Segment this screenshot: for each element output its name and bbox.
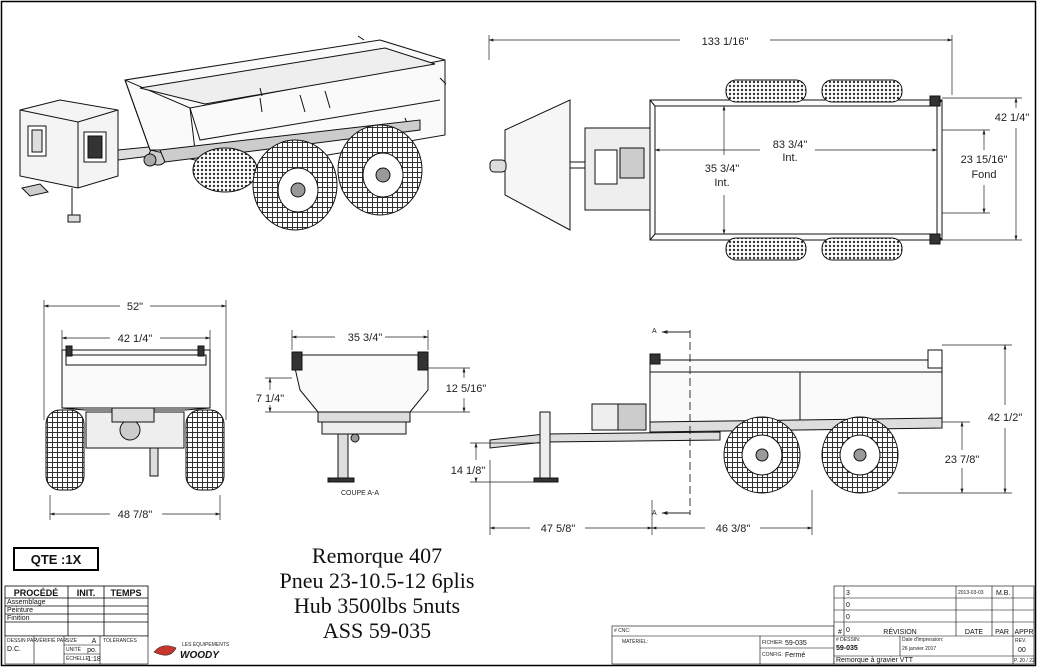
page-number: P. 20 / 22 [1014,658,1035,664]
size-label: SIZE [66,638,78,644]
section-marker-top: A [652,328,657,335]
tolerance-label: TOLÉRANCES [103,637,137,644]
side-view-dimensions [470,344,1012,535]
checked-label: VÉRIFIÉ PAR [36,637,67,644]
dim-floor-sub: Fond [971,169,996,181]
brand-small: LES ÉQUIPEMENTS [182,641,230,648]
rev-hash: # [838,629,842,636]
section-caption: COUPE A-A [341,490,379,497]
material-label: MATÉRIEL: [622,638,648,645]
front-view-dimensions [43,300,227,520]
drawn-by-value: D.C. [7,646,21,653]
par-label: PAR [995,629,1009,636]
dim-section-width: 35 3/4" [348,332,383,344]
dim-front-overall: 52" [127,301,143,313]
isometric-view [19,35,447,231]
process-header-init: INIT. [77,588,96,598]
side-view [489,349,943,494]
scale-label: ÉCHELLE [66,655,89,662]
unit-value: po. [87,647,97,654]
brand-name: WOODY [180,650,220,661]
title-block [611,585,1035,665]
description-line-2: Pneu 23-10.5-12 6plis [280,568,475,593]
dim-inner-width-sub: Int. [714,177,729,189]
description-line-1: Remorque 407 [312,543,442,568]
date-label: DATE [965,629,983,636]
dim-inner-length-sub: Int. [782,152,797,164]
process-header-procede: PROCÉDÉ [14,588,59,598]
front-view [45,345,225,491]
woody-logo: LES ÉQUIPEMENTS WOODY [153,641,230,661]
process-row-assemblage: Assemblage [7,599,46,606]
dim-side-rear: 46 3/8" [716,523,751,535]
dim-inner-width: 35 3/4" [705,163,740,175]
section-line-a [661,330,691,515]
config-value: Fermé [785,652,805,659]
config-label: CONFIG: [762,652,783,658]
qty-box [13,547,99,571]
unit-label: UNITÉ [66,646,82,653]
process-table [4,585,149,637]
rev-number-1: 3 [846,590,850,597]
print-date-label: Date d'impression: [902,637,943,643]
dim-inner-length: 83 3/4" [773,139,808,151]
scale-value: 1:18 [87,656,101,663]
drawing-title: Remorque à gravier VTT [836,657,914,664]
appr-label: APPR [1014,629,1033,636]
print-date-value: 26 janvier 2017 [902,646,936,652]
rev-number-3: 0 [846,614,850,621]
description-line-3: Hub 3500lbs 5nuts [294,593,460,618]
dim-side-total-height: 42 1/2" [988,412,1023,424]
description-line-4: ASS 59-035 [323,618,431,643]
process-row-peinture: Peinture [7,607,33,614]
rev-number-2: 0 [846,602,850,609]
section-dimensions [265,330,470,413]
section-view [291,351,429,483]
rev-date: 2013-03-03 [958,590,984,596]
dim-section-h1: 12 5/16" [446,383,487,395]
dim-side-axle-height: 23 7/8" [945,454,980,466]
revision-label: RÉVISION [883,627,916,636]
top-view-dimensions [488,35,1022,241]
dim-right-width: 42 1/4" [995,112,1030,124]
process-row-finition: Finition [7,615,30,622]
dim-floor: 23 15/16" [961,154,1008,166]
size-value: A [92,638,97,645]
section-marker-bottom: A [652,510,657,517]
rev-number-4: 0 [846,627,850,634]
drawn-by-label: DESSIN PAR [7,638,37,644]
drawing-no-label: # DESSIN: [836,637,860,643]
dim-overall-length: 133 1/16" [702,36,749,48]
rev-value: 00 [1018,647,1026,654]
file-label: FICHIER: [762,640,783,646]
dim-side-hitch-height: 14 1/8" [451,465,486,477]
drawing-no-value: 59-035 [836,645,858,652]
dim-front-box: 42 1/4" [118,333,153,345]
dim-front-wheels: 48 7/8" [118,509,153,521]
top-view [489,79,943,261]
cnc-label: # CNC: [614,628,630,634]
dim-side-front: 47 5/8" [541,523,576,535]
rev-label: REV. [1015,638,1026,644]
rev-by: M.B. [996,590,1010,597]
dim-section-h2: 7 1/4" [256,393,284,405]
process-header-temps: TEMPS [110,588,141,598]
file-value: 59-035 [785,640,807,647]
drawn-by-block [4,635,149,665]
qty-label: QTE :1X [31,552,82,567]
